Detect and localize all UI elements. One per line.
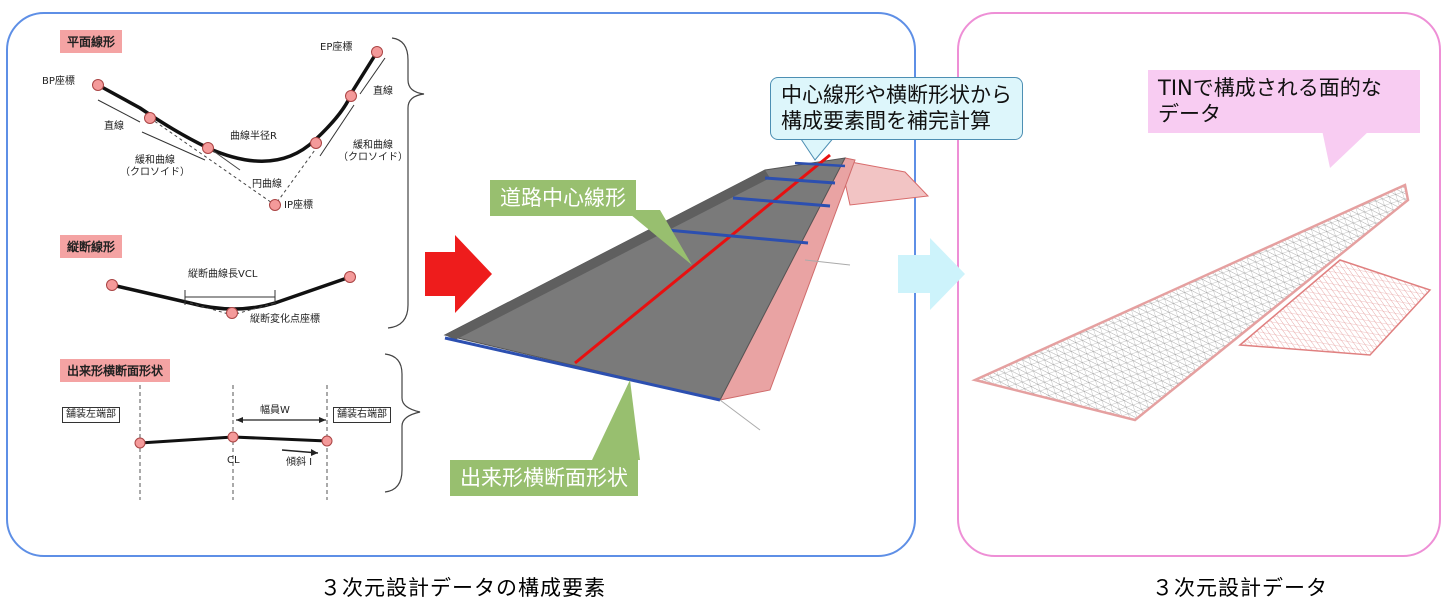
plan-label: 平面線形 xyxy=(60,30,123,53)
cross-shape-callout: 出来形横断面形状 xyxy=(450,460,638,497)
tin-callout-line-1: TINで構成される面的な xyxy=(1158,76,1382,100)
cross-section-label: 出来形横断面形状 xyxy=(60,359,171,382)
cross-section-shape xyxy=(134,385,333,500)
center-line-mark: CL xyxy=(227,455,240,466)
ip-coordinate: IP座標 xyxy=(284,200,313,211)
callout-tail-tin xyxy=(1322,130,1370,168)
profile-alignment xyxy=(106,271,356,319)
slope-label: 傾斜 I xyxy=(286,457,313,468)
road-width: 幅員W xyxy=(260,405,290,416)
tin-callout-line-2: データ xyxy=(1158,102,1221,127)
plan-alignment xyxy=(92,46,386,211)
tin-surface xyxy=(971,183,1432,422)
callout-tail-cross xyxy=(592,380,640,460)
interpolation-line-2: 構成要素間を補完計算 xyxy=(781,109,991,134)
profile-label: 縦断線形 xyxy=(60,235,123,258)
transition-left: 緩和曲線 （クロソイド） xyxy=(120,155,190,178)
design-data-caption: ３次元設計データ xyxy=(1152,576,1328,600)
circular-curve: 円曲線 xyxy=(252,179,282,190)
cyan-arrow-icon xyxy=(898,238,965,310)
curve-radius: 曲線半径R xyxy=(230,131,277,142)
components-caption: ３次元設計データの構成要素 xyxy=(320,576,606,600)
road-model xyxy=(443,153,930,431)
vertical-curve-length: 縦断曲線長VCL xyxy=(188,269,258,280)
right-edge: 舗装右端部 xyxy=(333,407,391,423)
brace-cross-section xyxy=(384,353,421,493)
transition-right: 緩和曲線 （クロソイド） xyxy=(338,140,408,163)
straight-right: 直線 xyxy=(373,86,393,97)
interpolation-line-1: 中心線形や横断形状から xyxy=(781,83,1012,107)
design-data-panel xyxy=(957,12,1441,557)
center-line-callout: 道路中心線形 xyxy=(490,180,636,217)
brace-plan-profile xyxy=(387,37,425,329)
left-edge: 舗装左端部 xyxy=(62,407,120,423)
ep-coordinate: EP座標 xyxy=(320,42,353,53)
tin-callout: TINで構成される面的な データ xyxy=(1148,70,1420,133)
straight-left: 直線 xyxy=(104,121,124,132)
bp-coordinate: BP座標 xyxy=(42,76,75,87)
interpolation-callout: 中心線形や横断形状から 構成要素間を補完計算 xyxy=(770,77,1023,140)
change-point-coordinate: 縦断変化点座標 xyxy=(250,314,320,325)
callout-tail-center xyxy=(625,210,692,265)
red-arrow-icon xyxy=(425,235,492,313)
